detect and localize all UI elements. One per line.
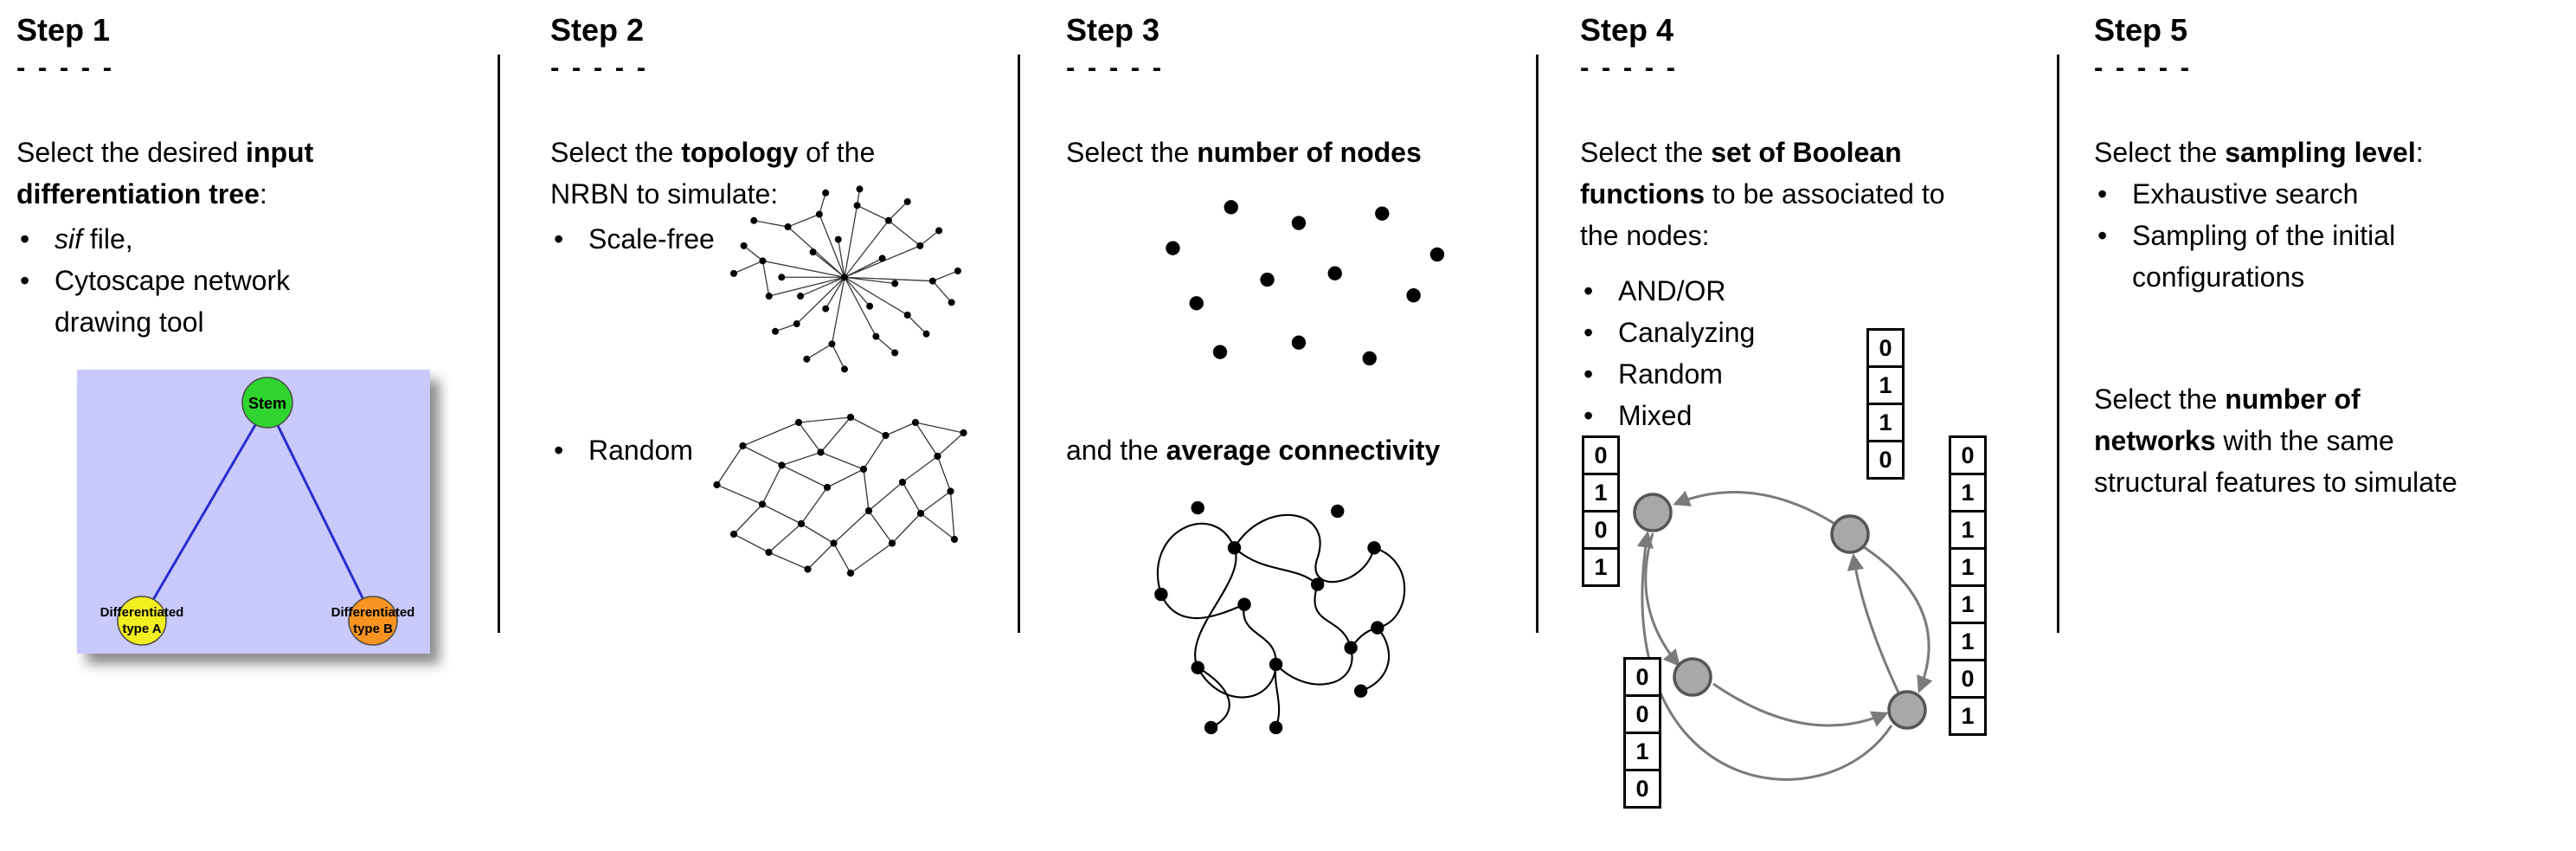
step-1-column: Step 1 - - - - - Select the desired inpu… <box>16 0 501 851</box>
step-2-column: Step 2 - - - - - Select the topology of … <box>550 0 1009 851</box>
column-divider <box>2057 55 2059 633</box>
bullet-icon: • <box>2097 178 2108 210</box>
bullet-icon: • <box>20 223 30 255</box>
tree-edges <box>140 403 375 620</box>
step-1-title: Step 1 <box>16 12 111 48</box>
network-node <box>1633 493 1673 532</box>
type-b-label: type B <box>353 622 393 636</box>
network-node <box>1673 657 1712 697</box>
network-node <box>1830 514 1870 554</box>
truth-table-cell: 1 <box>1949 696 1987 736</box>
truth-table-cell: 1 <box>1582 473 1620 513</box>
truth-table-cell: 0 <box>1623 694 1661 734</box>
stem-label: Stem <box>248 395 286 412</box>
step-1-instruction: Select the desired input differentiation… <box>16 137 314 210</box>
step-3-dashes: - - - - - <box>1066 52 1165 82</box>
step-2-title: Step 2 <box>550 12 645 48</box>
truth-table-cell: 1 <box>1949 473 1987 513</box>
truth-table-cell: 0 <box>1949 435 1987 475</box>
step-4-instruction: Select the set of Boolean functions to b… <box>1580 137 1945 251</box>
truth-table-cell: 1 <box>1623 732 1661 771</box>
type-a-label: type A <box>122 622 161 636</box>
regulation-arrows <box>1636 490 1933 781</box>
scale-free-network-image <box>730 185 961 373</box>
list-item: • AND/OR <box>1580 270 1755 312</box>
bullet-icon: • <box>20 265 30 296</box>
type-b-node <box>348 596 398 646</box>
truth-table-bottom-left: 0 0 1 0 <box>1623 657 1661 809</box>
truth-table-cell: 1 <box>1949 584 1987 624</box>
stem-node <box>241 377 293 429</box>
list-item: • Canalyzing <box>1580 312 1755 353</box>
bullet-icon: • <box>2097 220 2108 251</box>
step-4-option-list: • AND/OR • Canalyzing • Random • Mixed <box>1580 270 1755 436</box>
list-item: • sif file, <box>16 218 290 260</box>
step-2-dashes: - - - - - <box>550 52 649 82</box>
list-item: • Mixed <box>1580 395 1755 436</box>
step-5-instruction-sampling: Select the sampling level: <box>2094 137 2424 168</box>
bullet-icon: • <box>1584 358 1594 390</box>
truth-table-cell: 1 <box>1949 510 1987 550</box>
truth-table-cell: 1 <box>1866 403 1905 442</box>
network-node <box>1887 690 1927 730</box>
column-divider <box>1018 55 1020 633</box>
truth-table-left: 0 1 0 1 <box>1582 435 1620 587</box>
step-5-dashes: - - - - - <box>2094 52 2193 82</box>
truth-table-cell: 0 <box>1866 440 1905 480</box>
truth-table-cell: 0 <box>1623 657 1661 697</box>
bullet-icon: • <box>554 435 564 466</box>
step-2-instruction: Select the topology of the NRBN to simul… <box>550 137 876 210</box>
bullet-icon: • <box>1584 275 1594 306</box>
list-item: • Cytoscape network drawing tool <box>16 260 290 343</box>
truth-table-cell: 0 <box>1623 769 1661 809</box>
truth-table-cell: 0 <box>1582 435 1620 475</box>
truth-table-cell: 1 <box>1582 547 1620 587</box>
bullet-icon: • <box>1584 317 1594 348</box>
list-item: • Sampling of the initial configurations <box>2094 215 2395 298</box>
step-4-column: Step 4 - - - - - Select the set of Boole… <box>1580 0 2054 851</box>
step-5-title: Step 5 <box>2094 12 2188 48</box>
bullet-icon: • <box>1584 400 1594 431</box>
list-item: • Random <box>1580 353 1755 395</box>
truth-table-right: 0 1 1 1 1 1 0 1 <box>1949 435 1987 736</box>
truth-table-cell: 1 <box>1949 547 1987 587</box>
truth-table-cell: 1 <box>1949 622 1987 661</box>
differentiation-tree-image: Stem Differentiated type A Differentiate… <box>77 370 430 654</box>
truth-table-cell: 0 <box>1582 510 1620 550</box>
step-5-instruction-networks: Select the number of networks with the s… <box>2094 384 2457 498</box>
truth-table-top: 0 1 1 0 <box>1866 328 1905 480</box>
random-network-image <box>713 413 967 577</box>
type-a-label: Differentiated <box>100 605 184 620</box>
column-divider <box>1536 55 1539 633</box>
truth-table-cell: 1 <box>1866 365 1905 405</box>
step-3-title: Step 3 <box>1066 12 1160 48</box>
step-5-option-list: • Exhaustive search • Sampling of the in… <box>2094 173 2395 298</box>
column-divider <box>498 55 500 633</box>
list-item: • Random <box>550 429 693 471</box>
nodes-dots-image <box>1166 200 1445 366</box>
connectivity-network-image <box>1154 500 1406 735</box>
step-4-title: Step 4 <box>1580 12 1674 48</box>
step-3-instruction-nodes: Select the number of nodes <box>1066 137 1422 168</box>
type-b-label: Differentiated <box>331 605 415 620</box>
truth-table-cell: 0 <box>1949 659 1987 699</box>
step-5-column: Step 5 - - - - - Select the sampling lev… <box>2094 0 2576 851</box>
step-4-dashes: - - - - - <box>1580 52 1679 82</box>
step-1-option-list: • sif file, • Cytoscape network drawing … <box>16 218 290 343</box>
step-3-instruction-connectivity: and the average connectivity <box>1066 435 1441 466</box>
boolean-network-diagram <box>1633 490 1933 781</box>
type-a-node <box>117 596 167 646</box>
bullet-icon: • <box>554 223 564 255</box>
truth-table-cell: 0 <box>1866 328 1905 368</box>
list-item: • Scale-free <box>550 218 715 260</box>
step-3-column: Step 3 - - - - - Select the number of no… <box>1066 0 1533 851</box>
step-1-dashes: - - - - - <box>16 52 115 82</box>
list-item: • Exhaustive search <box>2094 173 2395 215</box>
